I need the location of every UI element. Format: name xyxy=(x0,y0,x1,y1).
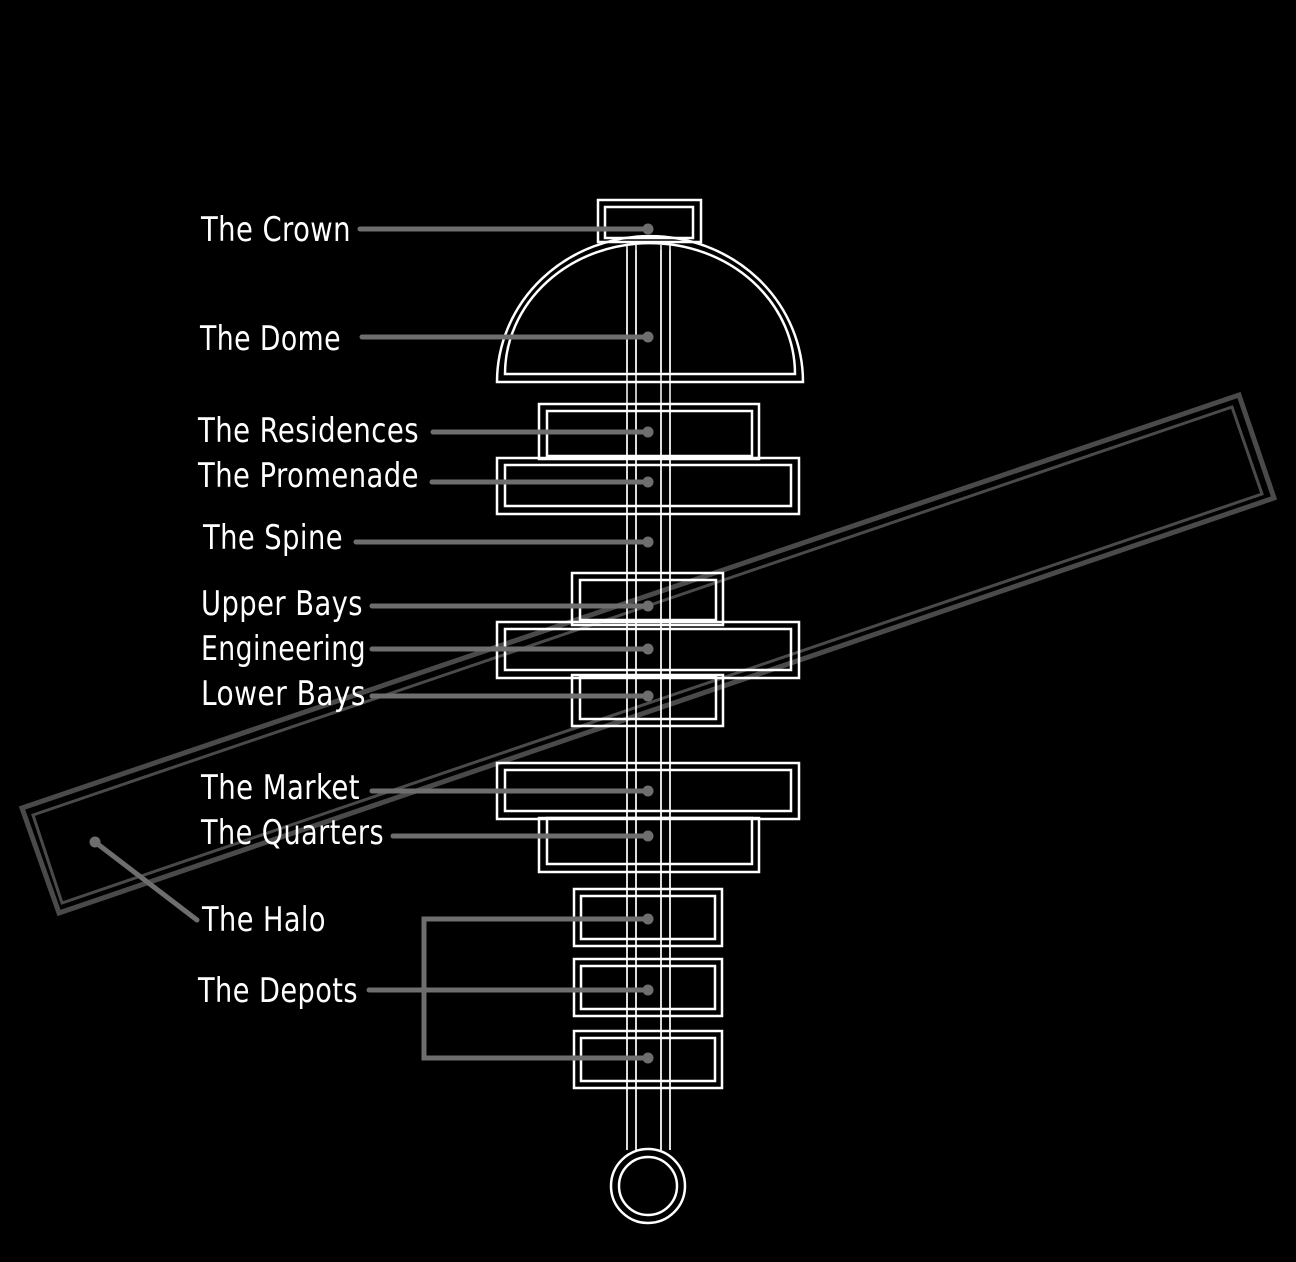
label-dome: The Dome xyxy=(199,319,341,359)
promenade-module xyxy=(495,456,801,516)
spine-overlay xyxy=(626,404,671,1150)
dot-promenade xyxy=(642,476,654,488)
label-upper-bays: Upper Bays xyxy=(201,584,363,624)
dot-dome xyxy=(642,331,654,343)
labels: The Crown The Dome The Residences The Pr… xyxy=(197,210,419,1011)
dot-spine xyxy=(642,536,654,548)
dot-market xyxy=(642,785,654,797)
leader-depots-bracket xyxy=(421,916,651,1061)
leader-halo xyxy=(92,839,200,923)
dot-depot-2 xyxy=(642,984,654,996)
dot-depot-3 xyxy=(642,1052,654,1064)
label-depots: The Depots xyxy=(197,971,358,1011)
dot-halo xyxy=(89,836,101,848)
label-residences: The Residences xyxy=(197,411,419,451)
leader-lines xyxy=(92,226,651,1061)
label-engineering: Engineering xyxy=(201,629,366,669)
dot-residences xyxy=(642,426,654,438)
dot-depot-1 xyxy=(642,913,654,925)
label-lower-bays: Lower Bays xyxy=(201,674,366,714)
dot-upper-bays xyxy=(642,600,654,612)
label-halo: The Halo xyxy=(201,900,326,940)
dot-quarters xyxy=(642,830,654,842)
dot-lower-bays xyxy=(642,690,654,702)
label-crown: The Crown xyxy=(200,210,351,250)
label-promenade: The Promenade xyxy=(197,456,419,496)
dome-module xyxy=(495,234,805,384)
leader-dots xyxy=(89,223,654,1064)
label-quarters: The Quarters xyxy=(200,813,384,853)
dot-crown xyxy=(642,223,654,235)
quarters-module xyxy=(537,816,761,874)
label-market: The Market xyxy=(200,768,360,808)
halo-ring xyxy=(18,391,1278,917)
dot-engineering xyxy=(642,643,654,655)
label-spine: The Spine xyxy=(202,518,343,558)
upper-bays-module xyxy=(570,571,725,627)
base-ring xyxy=(609,1147,687,1225)
